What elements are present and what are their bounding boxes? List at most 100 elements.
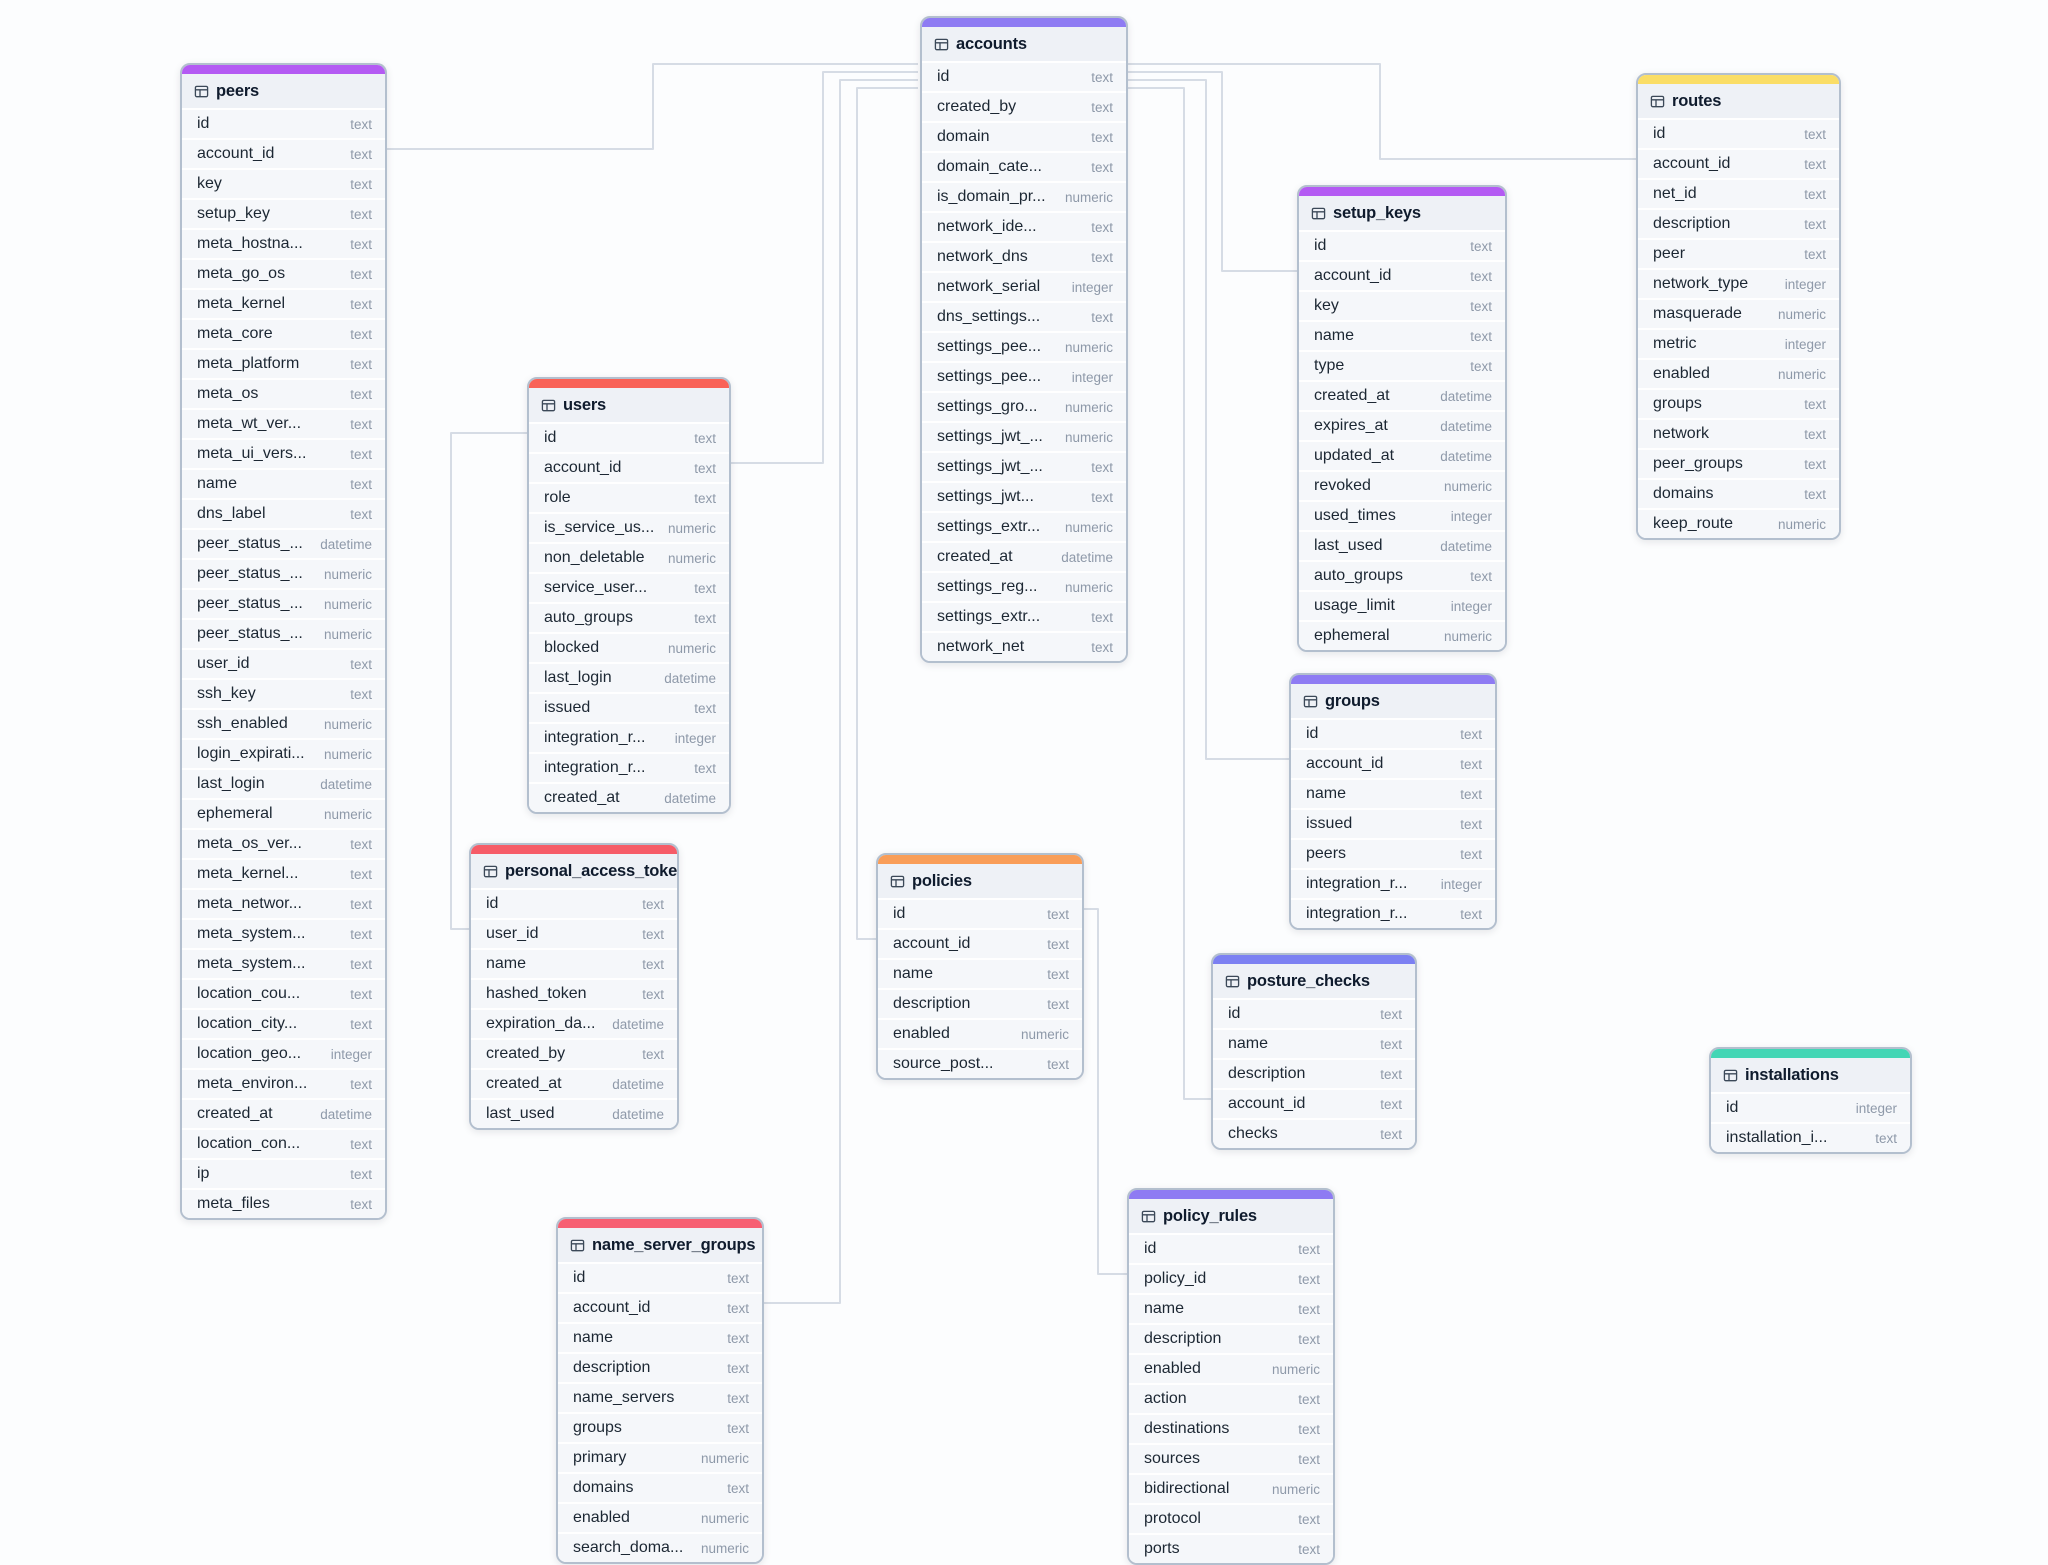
field-row-location-geo[interactable]: location_geo...integer [182,1040,385,1070]
field-row-integration-r[interactable]: integration_r...integer [1291,870,1495,900]
table-header[interactable]: routes [1638,84,1839,120]
field-row-integration-r[interactable]: integration_r...integer [529,724,729,754]
table-header[interactable]: posture_checks [1213,964,1415,1000]
field-row-integration-r[interactable]: integration_r...text [1291,900,1495,928]
field-row-settings-jwt[interactable]: settings_jwt...text [922,483,1126,513]
field-row-meta-kernel[interactable]: meta_kernel...text [182,860,385,890]
field-row-meta-hostna[interactable]: meta_hostna...text [182,230,385,260]
field-row-expiration-da[interactable]: expiration_da...datetime [471,1010,677,1040]
table-header[interactable]: installations [1711,1058,1910,1094]
field-row-peer-status[interactable]: peer_status_...numeric [182,620,385,650]
field-row-is-domain-pr[interactable]: is_domain_pr...numeric [922,183,1126,213]
field-row-search-doma[interactable]: search_doma...numeric [558,1534,762,1562]
field-row-location-city[interactable]: location_city...text [182,1010,385,1040]
field-row-meta-os-ver[interactable]: meta_os_ver...text [182,830,385,860]
field-row-meta-networ[interactable]: meta_networ...text [182,890,385,920]
field-row-meta-system[interactable]: meta_system...text [182,950,385,980]
field-row-meta-ui-vers[interactable]: meta_ui_vers...text [182,440,385,470]
field-row-is-service-us[interactable]: is_service_us...numeric [529,514,729,544]
field-row-meta-environ[interactable]: meta_environ...text [182,1070,385,1100]
field-row-peer-status[interactable]: peer_status_...numeric [182,560,385,590]
table-header[interactable]: setup_keys [1299,196,1505,232]
field-row-domain-cate[interactable]: domain_cate...text [922,153,1126,183]
field-row-settings-extr[interactable]: settings_extr...numeric [922,513,1126,543]
table-header[interactable]: accounts [922,27,1126,63]
table-header[interactable]: peers [182,74,385,110]
table-header[interactable]: policy_rules [1129,1199,1333,1235]
field-row-settings-pee[interactable]: settings_pee...integer [922,363,1126,393]
field-row-meta-wt-ver[interactable]: meta_wt_ver...text [182,410,385,440]
field-row-peer-status[interactable]: peer_status_...datetime [182,530,385,560]
field-row-source-post[interactable]: source_post...text [878,1050,1082,1078]
